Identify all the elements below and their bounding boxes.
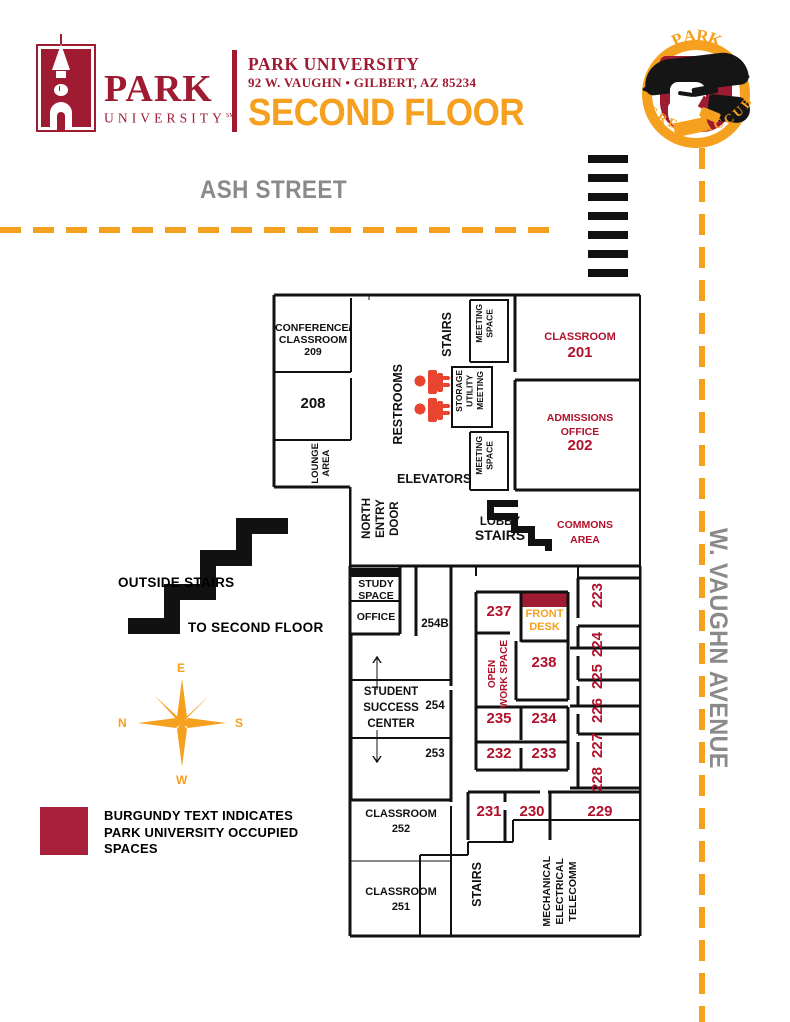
room-label-office: OFFICE	[356, 611, 396, 623]
room-label-elevators: ELEVATORS	[397, 472, 472, 486]
room-label-231: 231	[476, 803, 502, 820]
legend-text: BURGUNDY TEXT INDICATES PARK UNIVERSITY …	[104, 808, 298, 858]
vaughn-avenue-label: W. VAUGHN AVENUE	[704, 528, 732, 769]
crosswalk-stripes	[588, 155, 628, 280]
room-label-208: 208	[300, 395, 326, 412]
compass-label-south: S	[235, 716, 244, 730]
compass-rose: E N S W	[118, 661, 244, 787]
room-label-224: 224	[589, 632, 606, 658]
compass-label-north: N	[118, 716, 127, 730]
room-label-classroom-201: CLASSROOM 201	[544, 331, 616, 361]
room-label-234: 234	[531, 710, 557, 727]
room-label-230: 230	[519, 803, 545, 820]
park-chapel-logo-icon	[36, 34, 96, 132]
room-label-254b: 254B	[421, 618, 449, 630]
room-label-253: 253	[425, 748, 445, 760]
park-university-logo: PARK UNIVERSITYSM	[36, 34, 235, 156]
room-label-223: 223	[589, 583, 606, 609]
header-university-name: PARK UNIVERSITY	[248, 54, 420, 74]
outside-stairs-graphic	[128, 518, 288, 636]
room-label-student-success-center: STUDENT SUCCESS CENTER	[363, 686, 419, 730]
room-label-conference-classroom-209: CONFERENCE/ CLASSROOM 209	[275, 322, 352, 358]
compass-label-west: W	[176, 773, 188, 787]
room-label-254: 254	[425, 700, 445, 712]
room-label-mechanical-electrical-telecomm: MECHANICAL ELECTRICAL TELECOMM	[541, 856, 579, 927]
room-label-stairs-south: STAIRS	[470, 862, 484, 907]
logo-wordmark: PARK UNIVERSITYSM	[104, 70, 235, 126]
room-label-stairs-north: STAIRS	[440, 312, 454, 357]
page-title: SECOND FLOOR	[248, 92, 525, 134]
ash-street-dashed-line	[0, 227, 552, 233]
header-address: 92 W. VAUGHN • GILBERT, AZ 85234	[248, 75, 477, 90]
room-label-235: 235	[486, 710, 512, 727]
logo-wordmark-university: UNIVERSITY	[104, 110, 226, 126]
header-divider-rule	[232, 50, 237, 132]
room-label-238: 238	[531, 654, 557, 671]
legend-line-2: PARK UNIVERSITY OCCUPIED	[104, 824, 299, 840]
compass-label-east: E	[177, 661, 186, 675]
legend-line-3: SPACES	[104, 841, 158, 856]
outside-stairs-label-line2: TO SECOND FLOOR	[188, 620, 324, 635]
room-label-admissions-office-202: ADMISSIONS OFFICE 202	[546, 412, 614, 454]
outside-stairs-label-line1: OUTSIDE STAIRS	[118, 575, 235, 590]
vaughn-avenue-dashed-line	[699, 148, 705, 1022]
legend-line-1: BURGUNDY TEXT INDICATES	[104, 808, 294, 823]
room-label-227: 227	[589, 733, 606, 759]
room-label-233: 233	[531, 745, 557, 762]
logo-trademark: SM	[226, 113, 235, 119]
ash-street-label: ASH STREET	[200, 176, 348, 204]
room-label-226: 226	[589, 698, 606, 724]
logo-wordmark-park: PARK	[104, 68, 213, 110]
room-label-restrooms: RESTROOMS	[391, 364, 405, 445]
room-label-237: 237	[486, 603, 512, 620]
room-label-232: 232	[486, 745, 512, 762]
room-label-229: 229	[587, 803, 613, 820]
room-label-225: 225	[589, 664, 606, 690]
room-label-228: 228	[589, 767, 606, 793]
legend-burgundy-swatch	[40, 807, 88, 855]
header-title-block: PARK UNIVERSITY 92 W. VAUGHN • GILBERT, …	[248, 54, 548, 133]
